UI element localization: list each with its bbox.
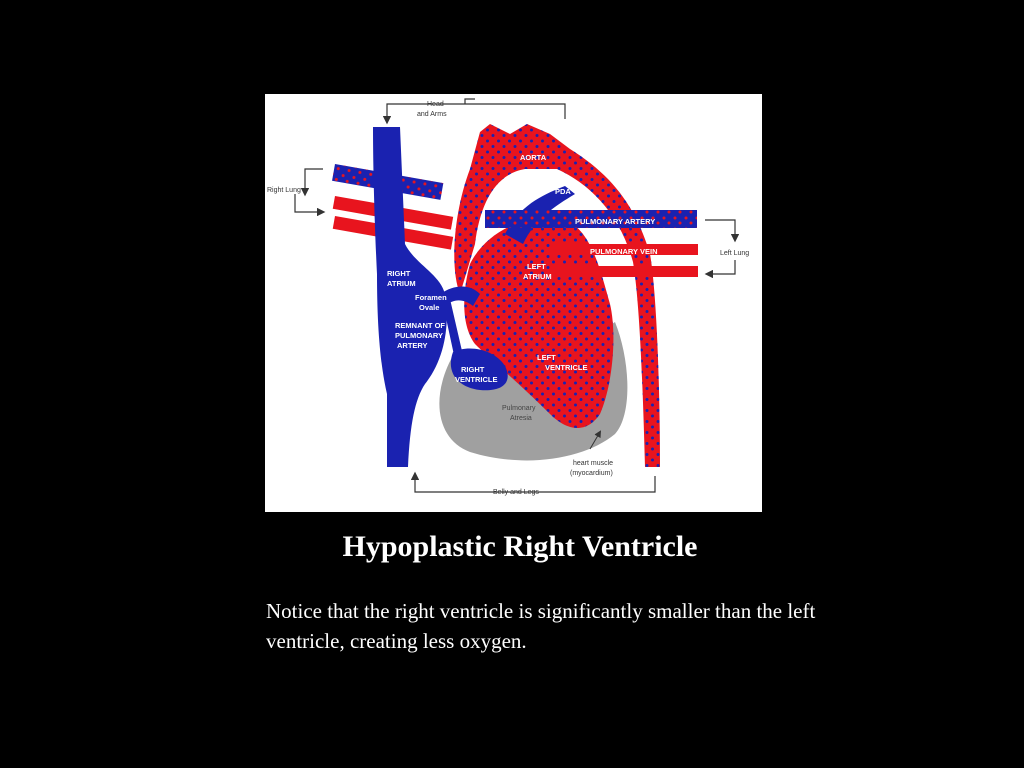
label-remnant-1: REMNANT OF	[395, 321, 445, 330]
label-left-lung: Left Lung	[720, 250, 749, 257]
belly-legs-arrow	[410, 471, 656, 493]
right-lung-arrow-in	[300, 168, 323, 197]
label-left-atrium-1: LEFT	[527, 262, 546, 271]
left-pulmonary-artery-dots	[485, 210, 697, 228]
label-right-ventricle-2: VENTRICLE	[455, 375, 498, 384]
label-head-arms-2: and Arms	[417, 111, 447, 118]
heart-diagram-svg: Head and Arms Right Lung Left Lung AORTA…	[267, 98, 749, 496]
head-arms-arrow	[382, 103, 566, 125]
label-right-atrium-2: ATRIUM	[387, 279, 416, 288]
label-pulmonary-artery: PULMONARY ARTERY	[575, 217, 655, 226]
slide-title: Hypoplastic Right Ventricle	[342, 530, 698, 563]
slide-caption: Notice that the right ventricle is signi…	[266, 599, 816, 653]
label-right-lung: Right Lung	[267, 187, 301, 194]
label-left-atrium-2: ATRIUM	[523, 272, 552, 281]
left-pulmonary-vein-2	[550, 266, 698, 277]
label-right-ventricle-1: RIGHT	[461, 365, 485, 374]
heart-muscle-pointer	[589, 430, 602, 450]
right-lung-arrow-out	[294, 194, 326, 217]
label-head-arms-1: Head	[427, 101, 444, 108]
label-aorta: AORTA	[520, 153, 547, 162]
label-foramen-ovale-2: Ovale	[419, 303, 439, 312]
label-pulmonary-vein: PULMONARY VEIN	[590, 247, 658, 256]
label-pulmonary-atresia-1: Pulmonary	[502, 405, 536, 412]
aorta-mixed-dots	[454, 124, 660, 467]
label-right-atrium-1: RIGHT	[387, 269, 411, 278]
label-left-ventricle-2: VENTRICLE	[545, 363, 588, 372]
label-heart-muscle-2: (myocardium)	[570, 470, 613, 477]
label-heart-muscle-1: heart muscle	[573, 460, 613, 467]
label-foramen-ovale-1: Foramen	[415, 293, 447, 302]
left-lung-arrow-out	[704, 260, 736, 279]
label-left-ventricle-1: LEFT	[537, 353, 556, 362]
right-ventricle	[450, 348, 508, 391]
left-pulmonary-vein-1	[550, 244, 698, 255]
label-pulmonary-atresia-2: Atresia	[510, 415, 532, 422]
heart-diagram: Head and Arms Right Lung Left Lung AORTA…	[265, 94, 762, 512]
label-pda: PDA	[555, 187, 571, 196]
label-remnant-2: PULMONARY	[395, 331, 443, 340]
vena-cava-right-atrium	[373, 127, 447, 467]
head-arms-arrow-branch	[464, 98, 475, 104]
label-remnant-3: ARTERY	[397, 341, 428, 350]
left-lung-arrow-in	[705, 219, 740, 243]
label-belly-legs: Belly and Legs	[493, 489, 539, 496]
